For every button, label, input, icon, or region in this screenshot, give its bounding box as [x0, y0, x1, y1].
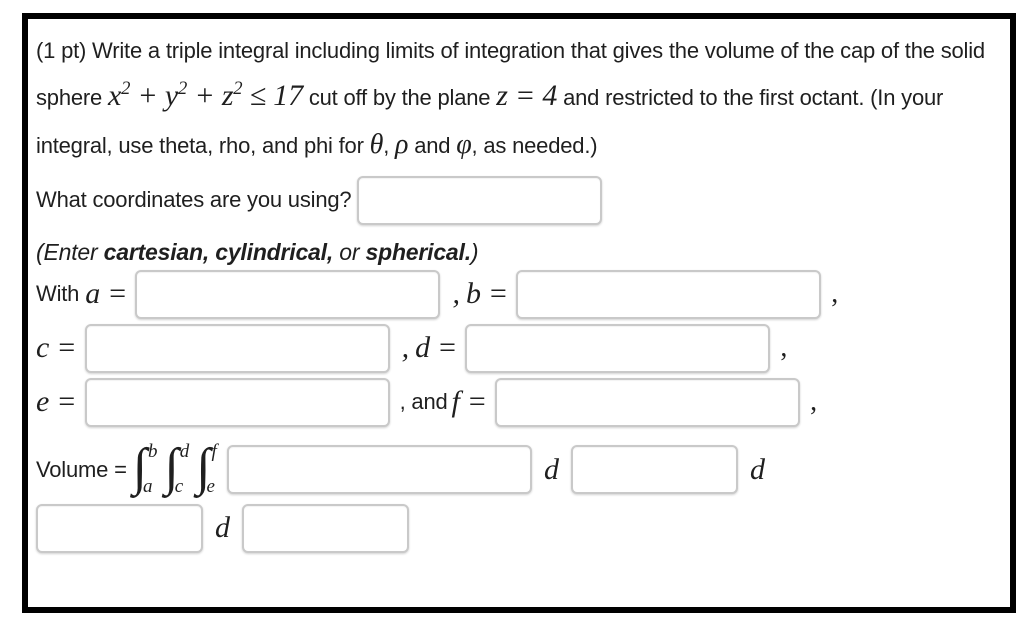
var-b-label: b [465, 277, 481, 311]
integral-upper-limit: f [211, 440, 217, 462]
and-word: and [414, 133, 451, 159]
statement-part1: (1 pt) Write a triple integral including… [36, 38, 985, 110]
theta-symbol: θ [369, 129, 384, 161]
integral-cd: ∫ d c [164, 438, 190, 499]
differential-d: d [215, 511, 230, 545]
limit-b-input[interactable] [516, 269, 822, 319]
diff-var-2-input[interactable] [36, 503, 203, 553]
equals-sign: = [487, 277, 509, 311]
with-label: With [36, 281, 80, 307]
hint-cylindrical: cylindrical, [215, 238, 334, 265]
equals-sign: = [56, 331, 77, 365]
rho-symbol: ρ [395, 129, 409, 161]
statement-part4: , as needed.) [471, 133, 598, 159]
limits-row-ab: With a = , b = , [36, 269, 998, 319]
differential-d: d [749, 452, 765, 486]
diff-var-3-input[interactable] [242, 503, 409, 553]
coordinates-question-row: What coordinates are you using? [36, 175, 998, 225]
comma: , [401, 331, 410, 365]
hint-line: (Enter cartesian, cylindrical, or spheri… [36, 239, 998, 266]
statement-part3: and restricted to the first octant. (In … [36, 84, 944, 159]
integral-sign-icon: ∫ [164, 438, 179, 496]
coordinates-question-label: What coordinates are you using? [36, 187, 352, 213]
comma: , [810, 386, 818, 418]
equals-sign: = [56, 385, 77, 419]
volume-row-continued: d [36, 503, 998, 553]
coordinates-input[interactable] [357, 175, 603, 225]
integral-ef: ∫ f e [196, 441, 218, 499]
limit-e-input[interactable] [84, 377, 390, 427]
limit-c-input[interactable] [84, 323, 390, 373]
volume-label: Volume = [36, 456, 127, 482]
comma: , [780, 332, 788, 364]
phi-symbol: φ [456, 129, 472, 161]
problem-statement: (1 pt) Write a triple integral including… [36, 32, 998, 170]
hint-cartesian: cartesian, [103, 238, 210, 265]
comma-and-label: , and [399, 389, 448, 415]
integral-sign-icon: ∫ [196, 438, 211, 496]
hint-close: ) [470, 238, 479, 265]
limit-d-input[interactable] [465, 323, 771, 373]
comma: , [452, 277, 460, 311]
volume-row: Volume = ∫ b a ∫ d c ∫ f e d d [36, 441, 998, 499]
var-e-label: e [36, 385, 50, 419]
hint-or: or [339, 238, 360, 265]
equals-sign: = [466, 385, 488, 419]
hint-open: (Enter [36, 238, 98, 265]
limit-f-input[interactable] [495, 377, 801, 427]
limits-row-cd: c = , d = , [36, 323, 998, 373]
limit-a-input[interactable] [135, 269, 441, 319]
var-a-label: a [85, 277, 101, 311]
differential-d: d [543, 452, 559, 486]
integrand-input[interactable] [226, 445, 532, 495]
comma: , [831, 278, 839, 310]
integral-upper-limit: d [179, 440, 190, 462]
statement-part2: cut off by the plane [308, 84, 491, 110]
comma: , [383, 133, 390, 159]
integral-lower-limit: e [206, 475, 215, 497]
var-f-label: f [451, 385, 460, 419]
problem-panel: (1 pt) Write a triple integral including… [22, 13, 1016, 613]
sphere-inequality: x2 + y2 + z2 ≤ 17 [108, 77, 303, 112]
integral-lower-limit: a [143, 475, 153, 497]
integral-sign-icon: ∫ [132, 438, 147, 496]
integral-ab: ∫ b a [132, 438, 158, 499]
hint-spherical: spherical. [365, 238, 472, 265]
var-d-label: d [415, 331, 431, 365]
limits-row-ef: e = , and f = , [36, 377, 998, 427]
integral-lower-limit: c [174, 475, 184, 497]
var-c-label: c [36, 331, 50, 365]
equals-sign: = [437, 331, 458, 365]
equals-sign: = [107, 277, 128, 311]
diff-var-1-input[interactable] [570, 445, 738, 495]
plane-equation: z = 4 [496, 78, 558, 112]
integral-upper-limit: b [148, 440, 158, 462]
